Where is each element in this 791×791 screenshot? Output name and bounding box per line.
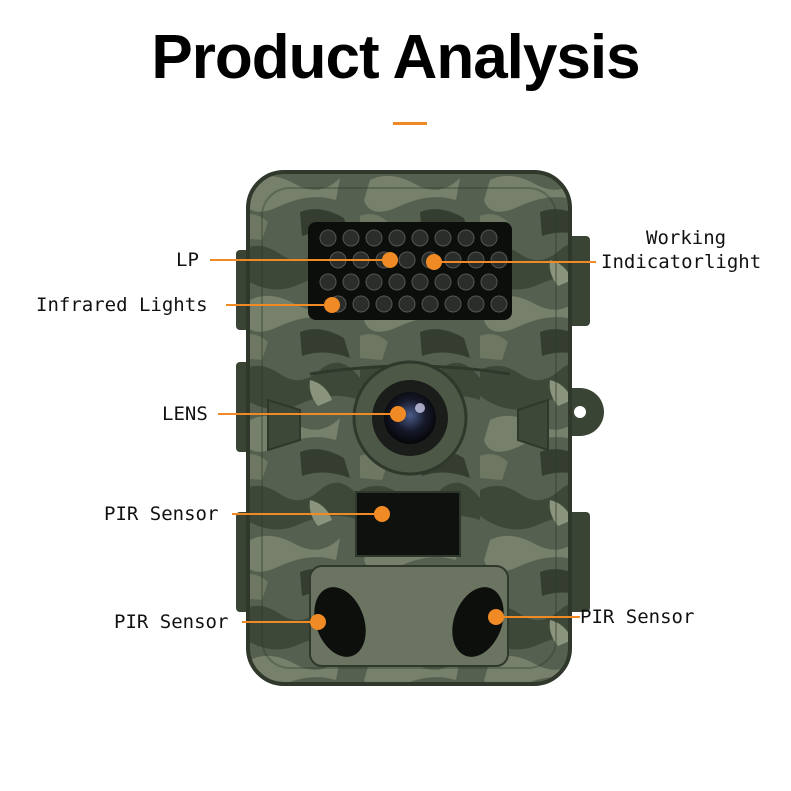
callout-dot-pir-center <box>374 506 390 522</box>
callout-dot-lp <box>382 252 398 268</box>
callout-dot-infrared <box>324 297 340 313</box>
infrared-led <box>411 273 429 291</box>
infrared-led <box>342 273 360 291</box>
pir-window-center <box>355 491 461 557</box>
infrared-led-array <box>319 229 508 313</box>
callout-dot-working-light <box>426 254 442 270</box>
infrared-led <box>457 229 475 247</box>
label-lp: LP <box>176 249 199 271</box>
page-title: Product Analysis <box>151 23 640 92</box>
pir-lens-left <box>314 587 366 657</box>
camera-face-inset <box>261 187 557 669</box>
infrared-led <box>421 295 439 313</box>
infrared-led <box>434 229 452 247</box>
infrared-panel <box>308 222 512 320</box>
right-grip <box>517 398 549 452</box>
label-working-line2: Indicatorlight <box>601 251 762 273</box>
infrared-led <box>342 229 360 247</box>
lens-glare <box>415 403 425 413</box>
infrared-led <box>457 273 475 291</box>
infrared-led <box>365 229 383 247</box>
infrared-led <box>490 295 508 313</box>
label-working-line1: Working <box>646 227 727 249</box>
infrared-led <box>444 295 462 313</box>
infrared-led <box>480 229 498 247</box>
callout-dot-pir-left <box>310 614 326 630</box>
callout-lines <box>210 259 596 623</box>
infrared-led <box>388 273 406 291</box>
lock-hole <box>574 406 586 418</box>
infrared-led <box>467 295 485 313</box>
infrared-led <box>490 251 508 269</box>
callout-dot-lens <box>390 406 406 422</box>
left-grip <box>267 398 301 452</box>
infrared-led <box>365 273 383 291</box>
label-pir-center: PIR Sensor <box>104 503 219 525</box>
infrared-led <box>319 229 337 247</box>
label-lens: LENS <box>162 403 208 425</box>
label-infrared: Infrared Lights <box>36 294 208 316</box>
pir-lens-right <box>452 587 504 657</box>
infrared-led <box>388 229 406 247</box>
infrared-led <box>352 295 370 313</box>
label-pir-left: PIR Sensor <box>114 611 229 633</box>
infrared-led <box>319 273 337 291</box>
infrared-led <box>444 251 462 269</box>
infrared-led <box>375 295 393 313</box>
infrared-led <box>398 251 416 269</box>
infrared-led <box>434 273 452 291</box>
infrared-led <box>480 273 498 291</box>
infrared-led <box>398 295 416 313</box>
infrared-led <box>467 251 485 269</box>
label-pir-right: PIR Sensor <box>580 606 695 628</box>
title-underline <box>393 122 427 125</box>
callout-dot-pir-right <box>488 609 504 625</box>
infrared-led <box>411 229 429 247</box>
